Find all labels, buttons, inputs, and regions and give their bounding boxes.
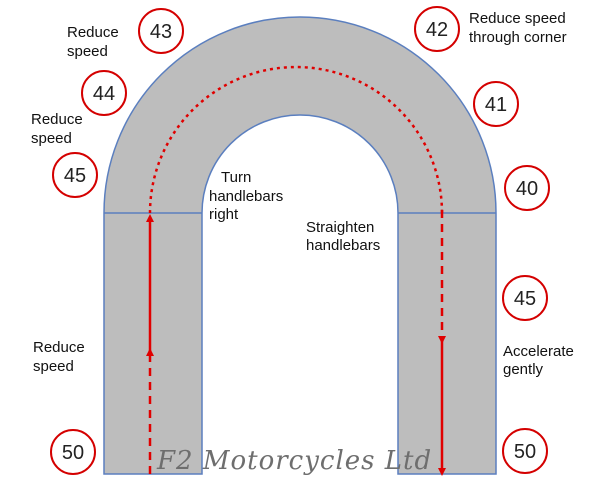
svg-text:Turn: Turn [221,169,251,186]
note-turn-right: Turn handlebars right [209,169,283,223]
note-straighten: Straighten handlebars [306,219,380,254]
road-surface [103,16,497,475]
svg-text:Reduce: Reduce [31,111,83,128]
svg-text:handlebars: handlebars [209,188,283,205]
svg-text:Straighten: Straighten [306,219,374,236]
svg-text:Reduce: Reduce [67,24,119,41]
note-reduce-speed-mid-left: Reduce speed [31,111,83,147]
speed-sign-50-left: 50 [50,429,96,475]
svg-text:speed: speed [33,358,74,375]
svg-text:50: 50 [514,441,536,463]
speed-sign-45-right: 45 [502,275,548,321]
speed-sign-44: 44 [81,70,127,116]
watermark-text: F2 Motorcycles Ltd [156,446,432,476]
note-accelerate: Accelerate gently [503,343,574,378]
svg-text:Reduce speed: Reduce speed [469,10,566,27]
svg-text:45: 45 [64,165,86,187]
svg-text:speed: speed [67,43,108,60]
road [103,16,497,475]
svg-text:Accelerate: Accelerate [503,343,574,360]
svg-text:Reduce: Reduce [33,339,85,356]
svg-text:41: 41 [485,94,507,116]
svg-text:right: right [209,206,239,223]
note-reduce-speed-corner: Reduce speed through corner [469,10,567,46]
racing-line [146,65,446,476]
speed-sign-40: 40 [504,165,550,211]
svg-text:gently: gently [503,361,544,378]
svg-text:50: 50 [62,442,84,464]
note-reduce-speed-top-left: Reduce speed [67,24,119,60]
speed-sign-43: 43 [138,8,184,54]
speed-sign-41: 41 [473,81,519,127]
speed-sign-50-right: 50 [502,428,548,474]
svg-text:45: 45 [514,288,536,310]
svg-text:speed: speed [31,130,72,147]
svg-text:44: 44 [93,83,115,105]
svg-text:through corner: through corner [469,29,567,46]
svg-text:handlebars: handlebars [306,237,380,254]
svg-text:42: 42 [426,19,448,41]
speed-sign-42: 42 [414,6,460,52]
svg-text:43: 43 [150,21,172,43]
note-reduce-speed-bottom-left: Reduce speed [33,339,85,375]
svg-text:40: 40 [516,178,538,200]
speed-sign-45-left: 45 [52,152,98,198]
